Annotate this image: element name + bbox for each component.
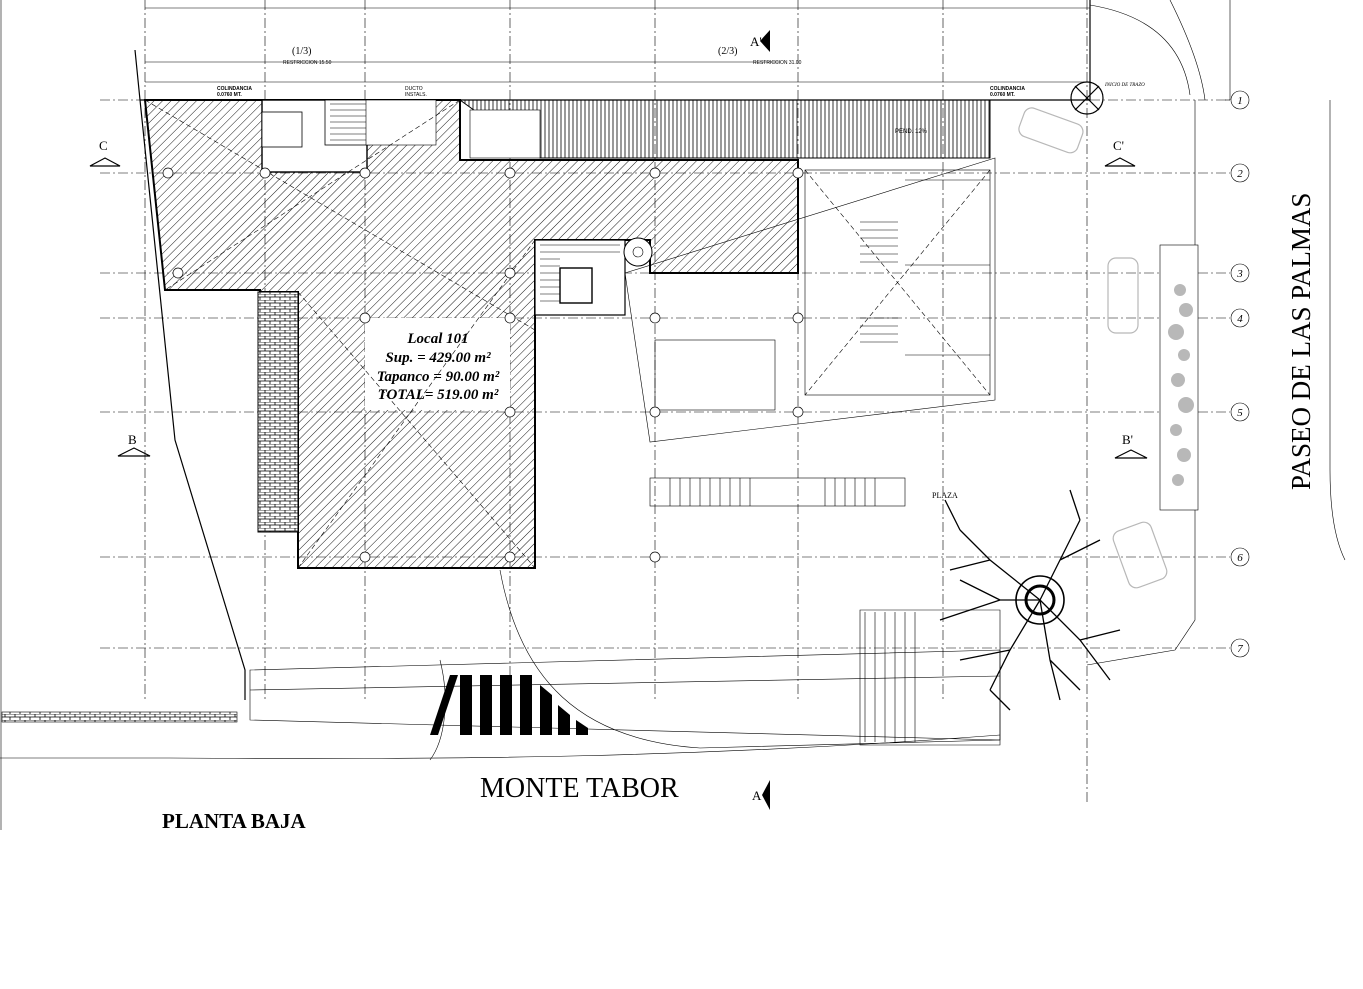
axis-7: 7: [1237, 643, 1243, 655]
open-areas: [624, 157, 996, 443]
section-b-prime-label: B': [1122, 432, 1133, 447]
colindancia-right: COLINDANCIA: [990, 86, 1025, 92]
planting-strip: [1159, 244, 1199, 511]
tree: [939, 489, 1121, 711]
frame-lines: [0, 0, 1346, 830]
ducto-inst-label: INSTALS.: [405, 92, 427, 98]
local-name: Local 101: [406, 331, 468, 347]
section-a-label: A: [752, 788, 762, 803]
street-monte-tabor: MONTE TABOR: [480, 773, 679, 804]
column-markers: [162, 167, 804, 563]
local-label-box: [365, 318, 510, 410]
colindancia-left-value: 0.0760 MT.: [217, 92, 242, 98]
central-stair: [649, 477, 906, 507]
brick-wall: [257, 291, 299, 533]
restriction-1-3: (1/3): [292, 46, 311, 57]
axis-markers: 1 2 3 4 5 6 7: [1225, 90, 1250, 658]
axis-6: 6: [1237, 552, 1243, 564]
pend-label: PEND. 12%: [895, 129, 928, 135]
restriction-2-3: (2/3): [718, 46, 737, 57]
axis-2: 2: [1237, 168, 1243, 180]
section-c-prime-label: C': [1113, 138, 1124, 153]
inicio-trazo-label: INICIO DE TRAZO: [1104, 83, 1145, 88]
street-paseo-palmas: PASEO DE LAS PALMAS: [1286, 193, 1316, 490]
survey-marker: [1070, 4, 1191, 115]
local-diagonals: [144, 99, 536, 569]
colindancia-right-value: 0.0760 MT.: [990, 92, 1015, 98]
plaza-label: PLAZA: [932, 491, 958, 500]
local-sup: Sup. = 429.00 m²: [385, 350, 491, 366]
axis-4: 4: [1237, 313, 1243, 325]
axis-3: 3: [1236, 268, 1243, 280]
section-a-prime-label: A': [750, 34, 762, 49]
restriction-left-text: RESTRICCION 15.50: [283, 60, 332, 66]
section-b-label: B: [128, 432, 137, 447]
zebra-crossing: [430, 675, 588, 735]
drawing-title: PLANTA BAJA: [162, 809, 307, 833]
axis-5: 5: [1237, 407, 1243, 419]
plaza-outline: [249, 569, 1001, 761]
sidewalk-curb: [1, 711, 238, 723]
axis-1: 1: [1237, 95, 1243, 107]
restriction-mid-text: RESTRICCION 31.00: [753, 60, 802, 66]
section-markers: A' A C C' B B': [89, 30, 1148, 810]
ducto-label: DUCTO: [405, 86, 423, 92]
section-c-label: C: [99, 138, 108, 153]
parked-cars: [1018, 107, 1168, 589]
top-dimension-line: [145, 7, 1090, 83]
ramp: [458, 99, 991, 159]
local-total: TOTAL= 519.00 m²: [378, 387, 499, 403]
local-tapanco: Tapanco = 90.00 m²: [377, 369, 500, 385]
colindancia-left: COLINDANCIA: [217, 86, 252, 92]
stair-elevator-core: [534, 237, 653, 316]
